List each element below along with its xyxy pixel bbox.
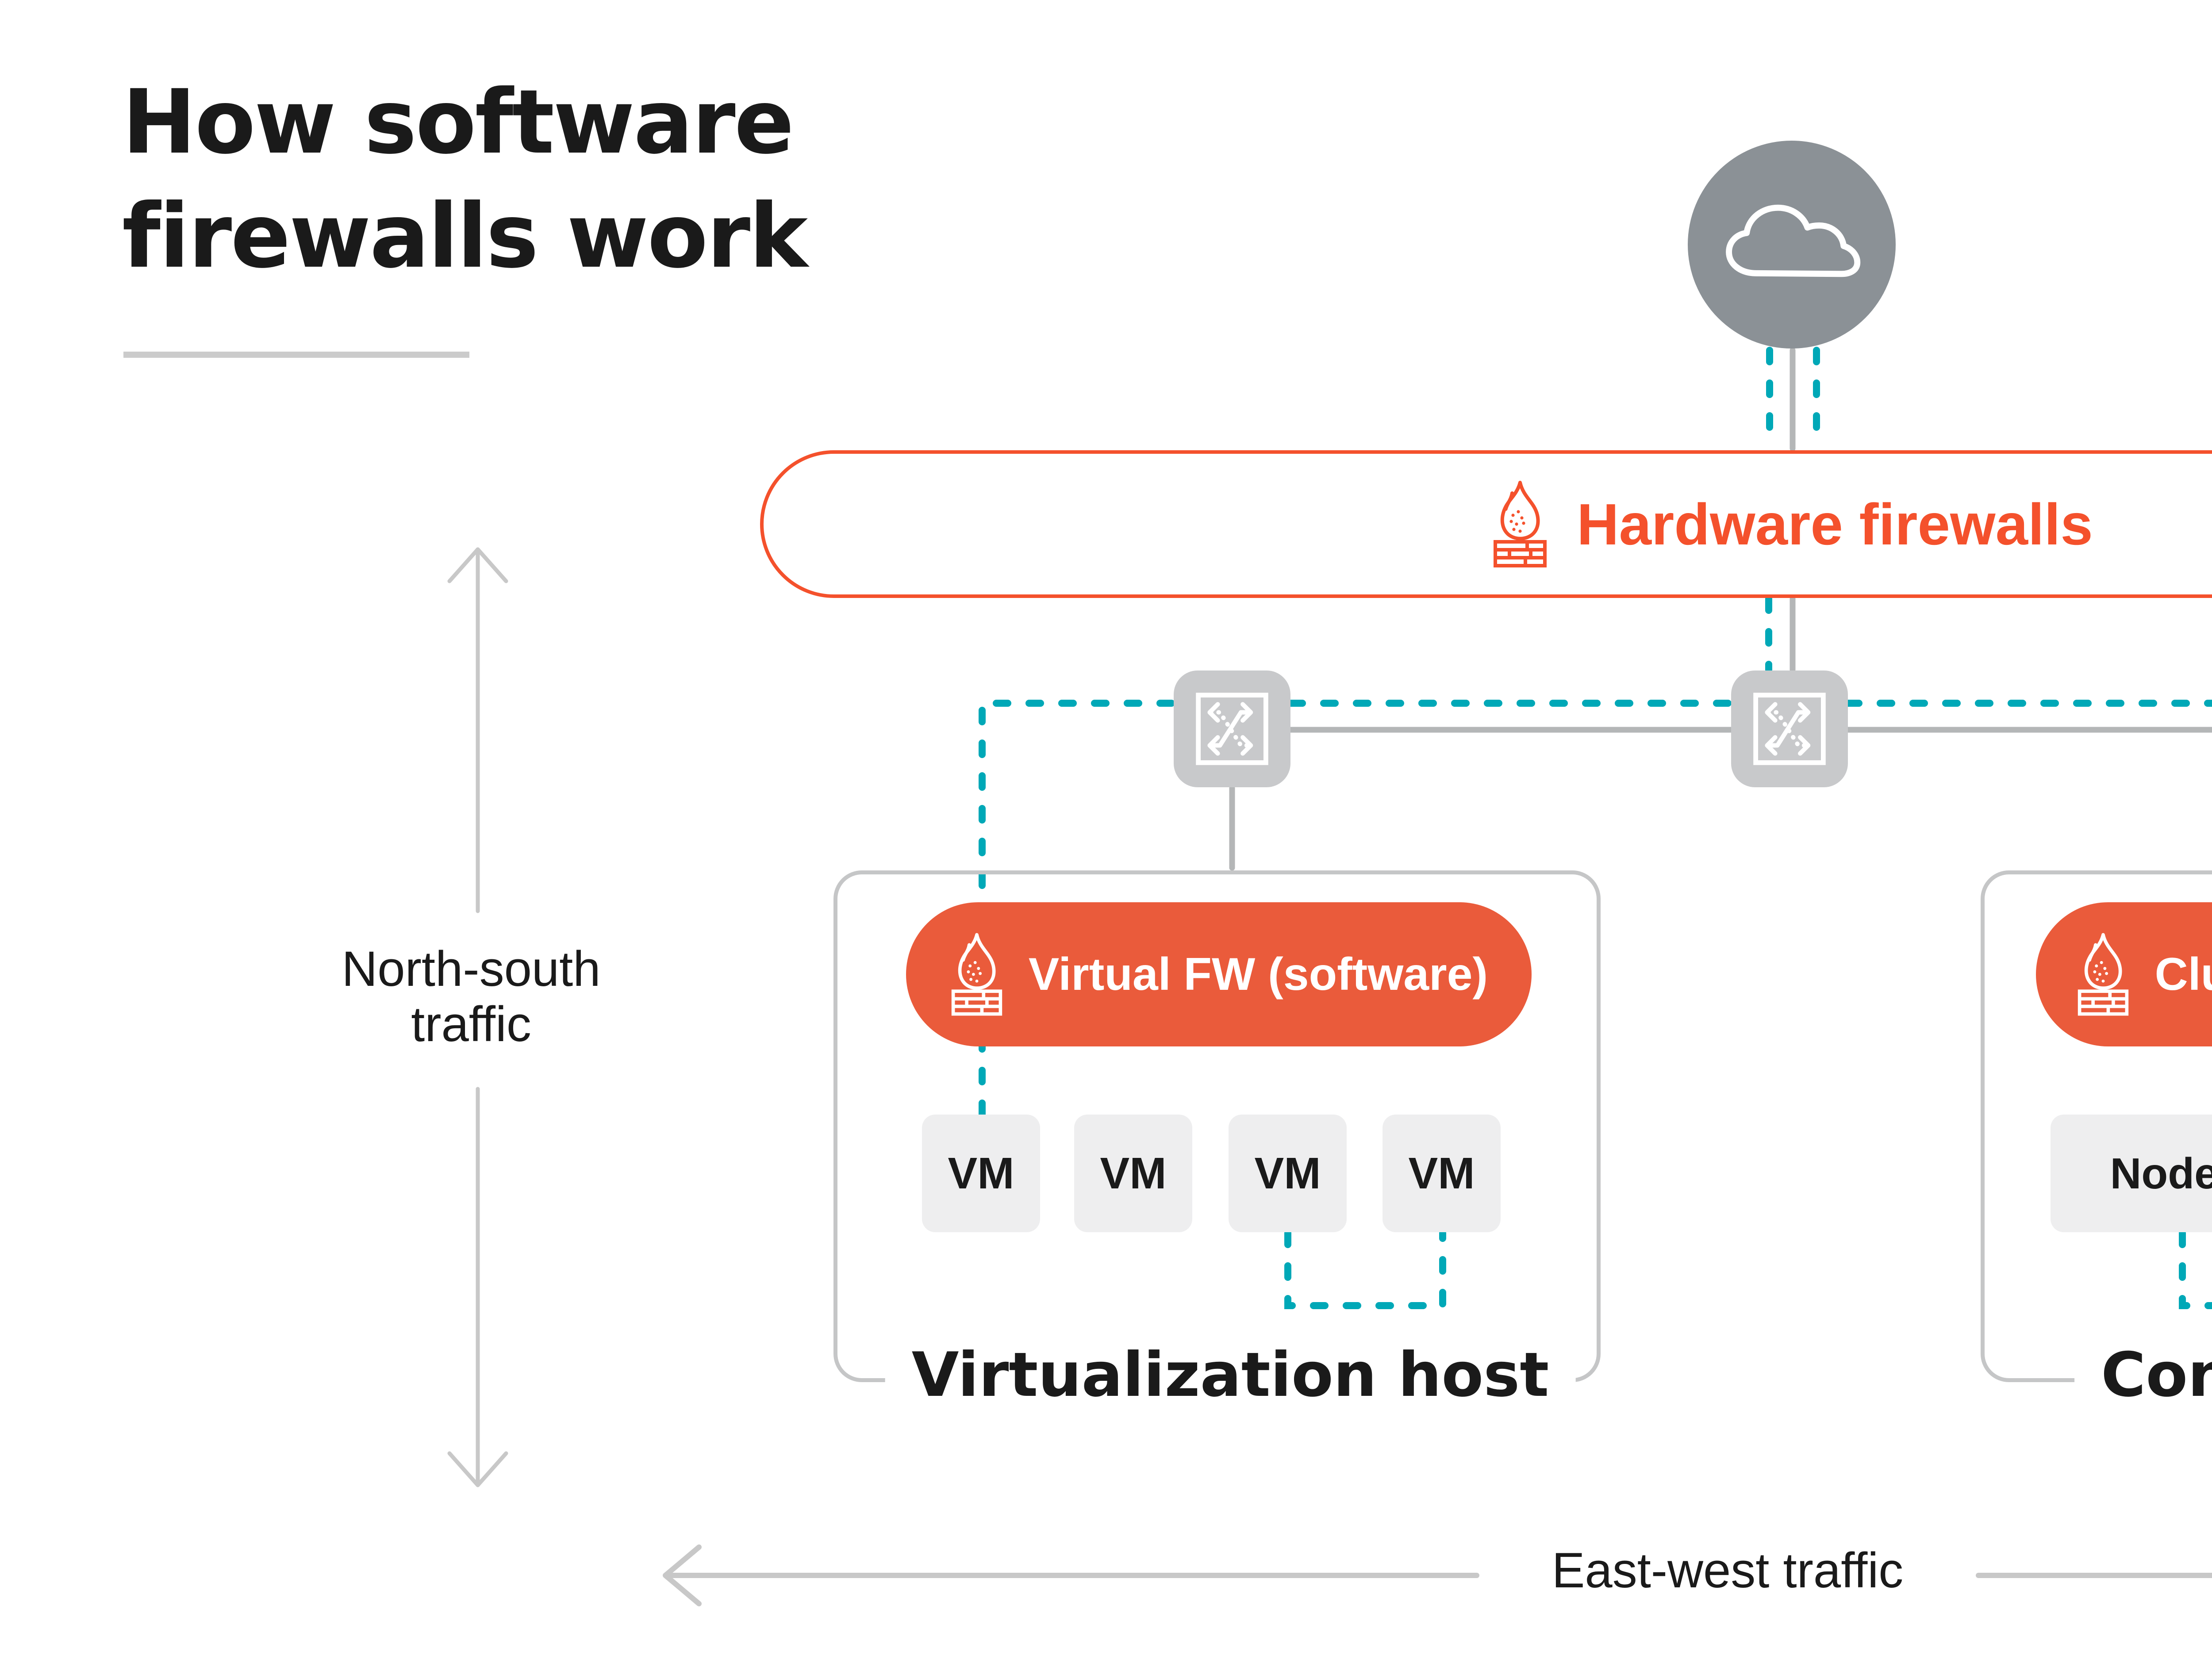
- switch-crossed-arrows-icon: [1753, 693, 1826, 765]
- hardware-firewalls-bar: Hardware firewalls: [760, 450, 2212, 598]
- page-title-line2: firewalls work: [122, 185, 808, 288]
- flame-speckles: [967, 961, 982, 983]
- north-south-traffic-label: North-south traffic: [342, 941, 600, 1052]
- vm-box-1: VM: [922, 1115, 1040, 1232]
- teal-node-connector: [2179, 1230, 2212, 1309]
- firewall-flame-brick-icon: [2078, 933, 2128, 1016]
- flame-speckles: [2093, 961, 2108, 983]
- page-title: How software firewalls work: [122, 65, 808, 294]
- virtual-fw-pill: Virtual FW (software): [906, 902, 1532, 1046]
- north-south-label-line1: North-south: [342, 941, 601, 996]
- network-switch-middle: [1731, 670, 1848, 787]
- teal-vm-connector: [1284, 1230, 1446, 1309]
- north-south-label-line2: traffic: [411, 996, 531, 1052]
- vm-box-3: VM: [1229, 1115, 1347, 1232]
- vm-label: VM: [948, 1148, 1014, 1198]
- hardware-firewalls-label: Hardware firewalls: [1577, 491, 2093, 557]
- east-west-traffic-label: East-west traffic: [1534, 1542, 1921, 1599]
- vm-label: VM: [1100, 1148, 1167, 1198]
- vm-label: VM: [1408, 1148, 1475, 1198]
- network-switch-left: [1174, 670, 1290, 787]
- page-title-line1: How software: [122, 71, 794, 174]
- container-host-label: Container host: [2074, 1339, 2212, 1410]
- virtual-fw-label: Virtual FW (software): [1028, 948, 1488, 1000]
- cluster-fw-label: Cluster FW (software): [2154, 948, 2212, 1000]
- vm-box-4: VM: [1382, 1115, 1501, 1232]
- switch-crossed-arrows-icon: [1196, 693, 1268, 765]
- east-west-arrow: [663, 1544, 2212, 1606]
- title-underline: [123, 352, 469, 358]
- vm-box-2: VM: [1074, 1115, 1192, 1232]
- node-box-1: Node 1: [2051, 1115, 2212, 1232]
- node-label: Node 1: [2110, 1149, 2212, 1198]
- vm-label: VM: [1254, 1148, 1321, 1198]
- internet-cloud-node: [1688, 141, 1896, 349]
- north-south-arrow: [447, 547, 508, 1487]
- virtualization-host-label: Virtualization host: [885, 1339, 1576, 1410]
- cloud-icon: [1726, 204, 1861, 277]
- cluster-fw-pill: Cluster FW (software): [2036, 902, 2212, 1046]
- firewall-flame-brick-icon: [1494, 481, 1547, 567]
- flame-speckles: [1509, 510, 1525, 533]
- firewall-flame-brick-icon: [951, 933, 1002, 1016]
